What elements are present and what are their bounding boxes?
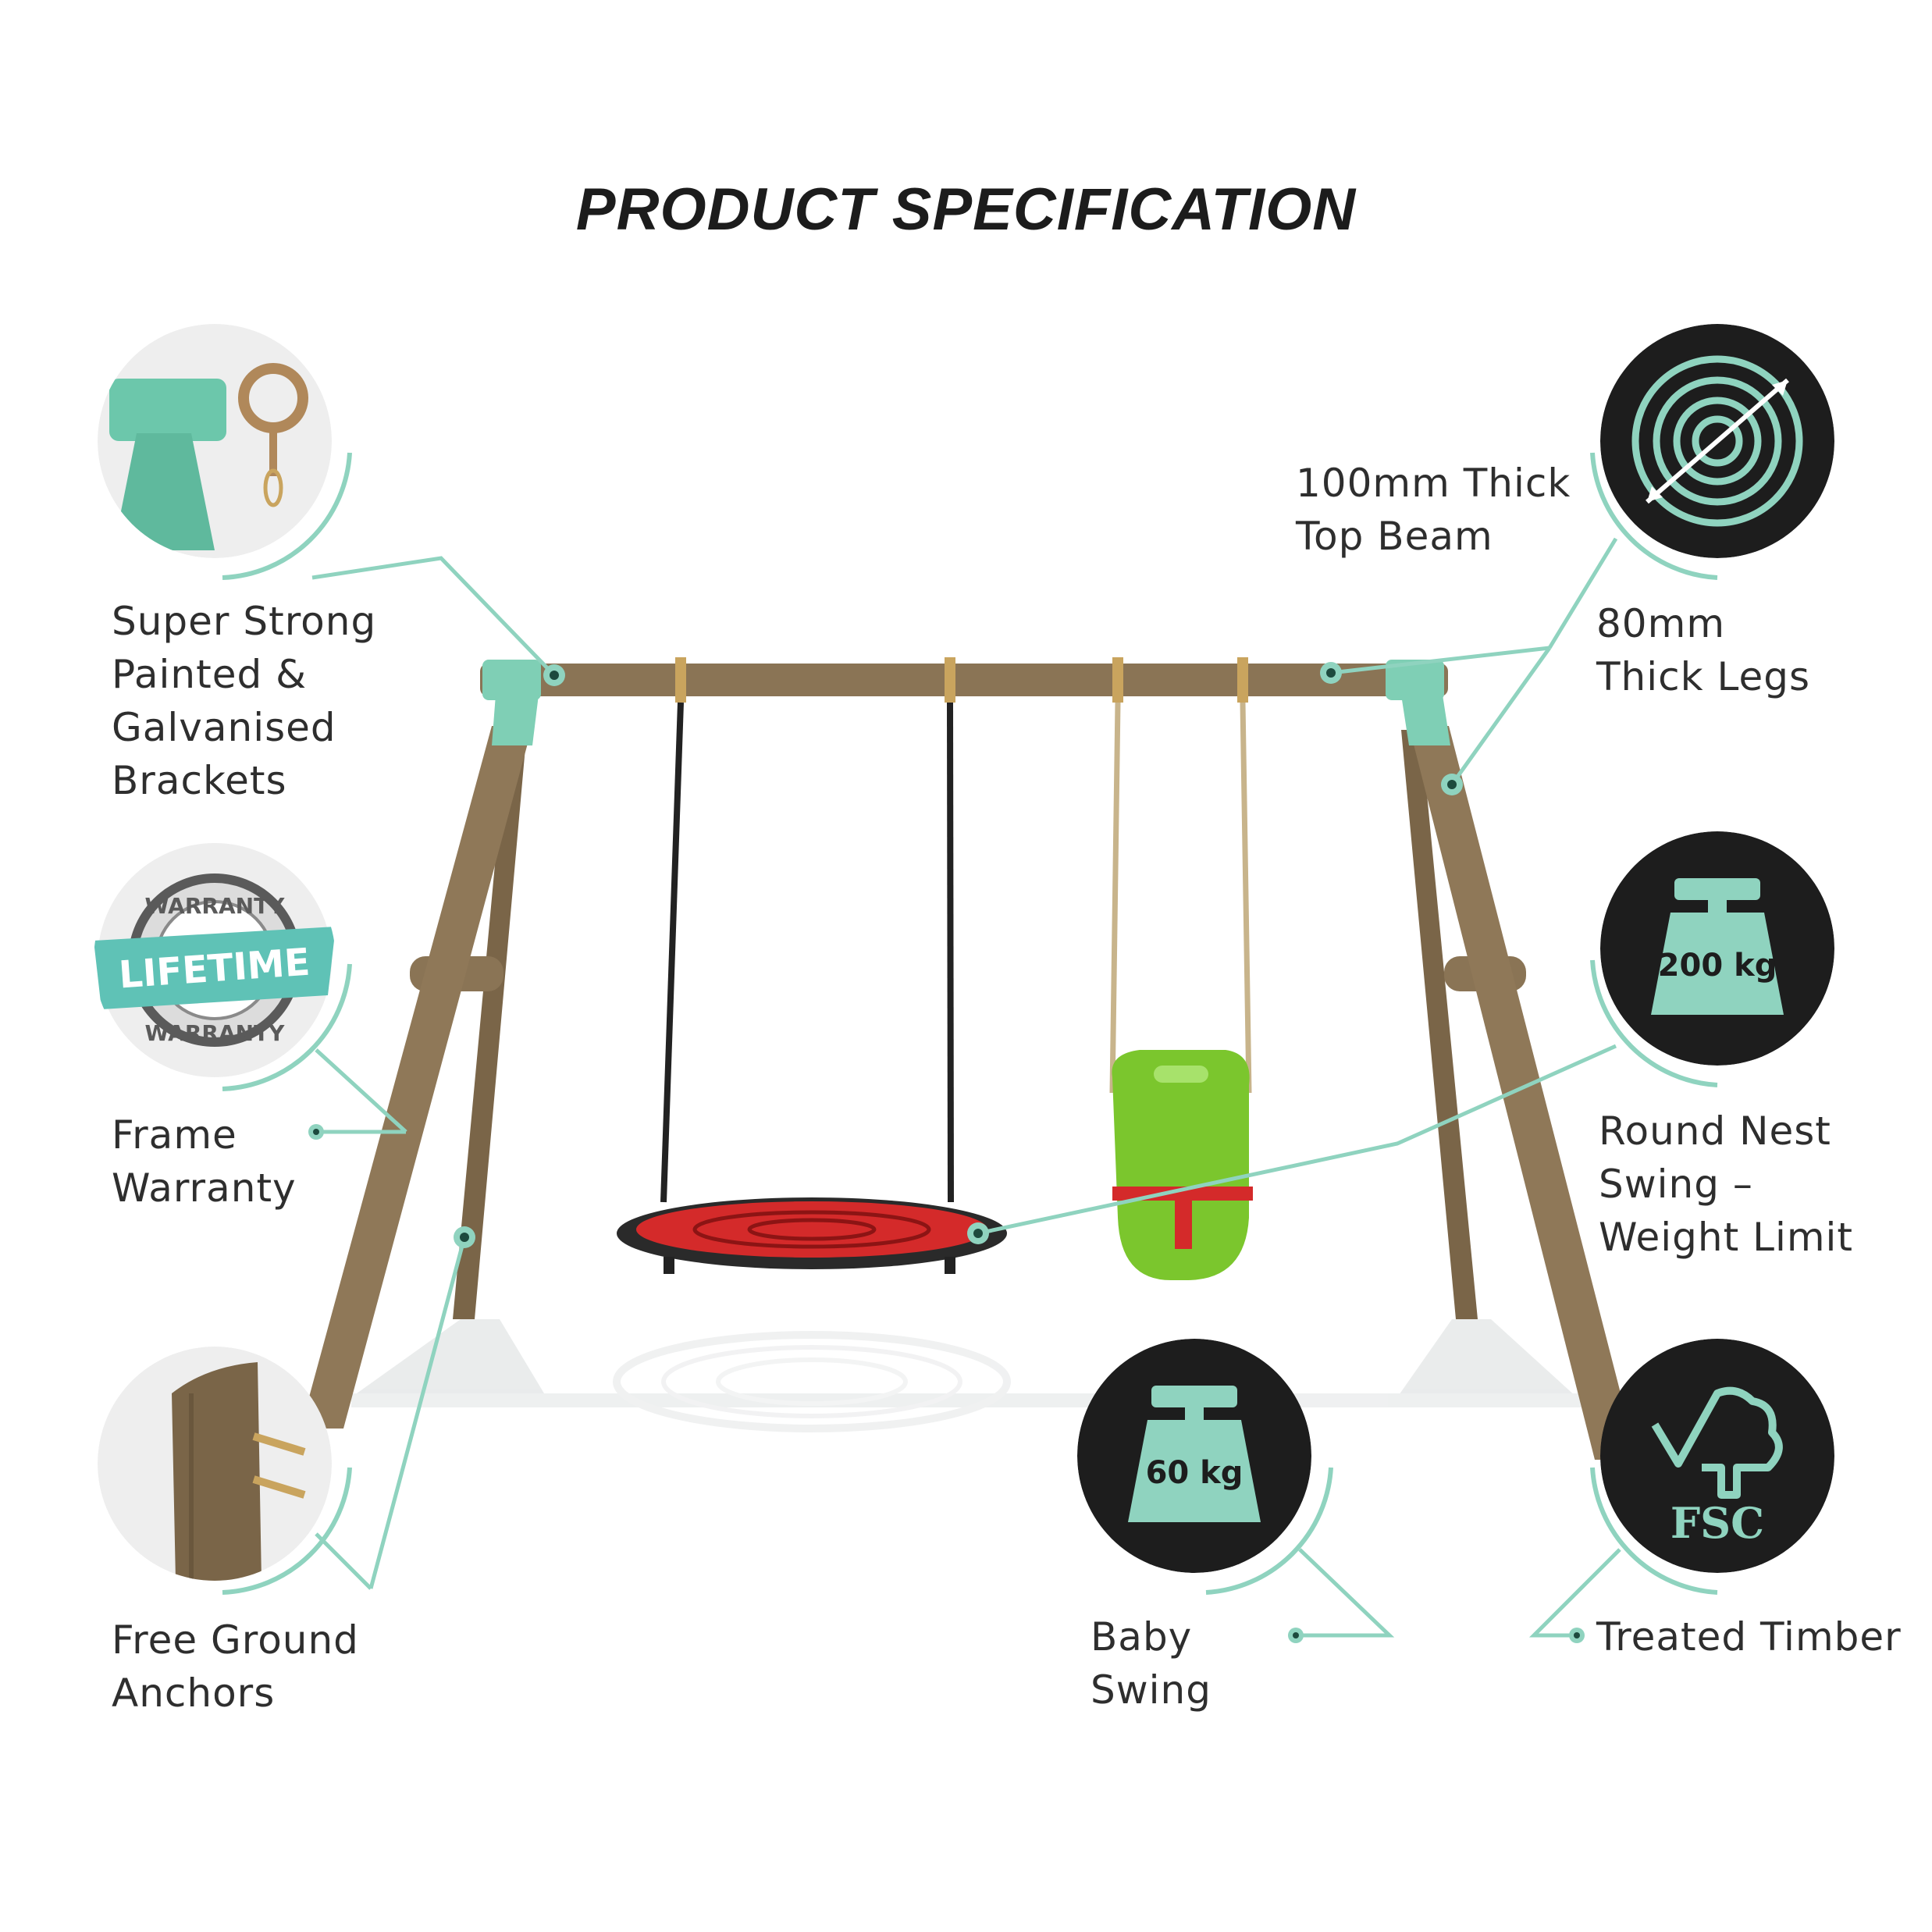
fsc-tree-icon: FSC	[1600, 1339, 1834, 1573]
baby-swing	[1109, 702, 1253, 1280]
label-top-beam: 100mm Thick Top Beam	[1296, 457, 1571, 563]
label-line: Top Beam	[1296, 514, 1493, 559]
label-line: Swing	[1091, 1667, 1212, 1713]
timber-rings-icon	[1600, 324, 1834, 558]
callout-lines	[311, 537, 1621, 1638]
label-line: 100mm Thick	[1296, 461, 1571, 506]
label-line: Treated Timber	[1596, 1614, 1902, 1660]
callout-dots	[308, 662, 1585, 1643]
label-line: Super Strong	[112, 599, 377, 644]
badge-top-text: WARRANTY	[145, 893, 286, 919]
badge-bottom-text: WARRANTY	[145, 1020, 286, 1046]
label-line: Round Nest	[1599, 1108, 1831, 1154]
label-brackets: Super Strong Painted & Galvanised Bracke…	[112, 595, 376, 807]
warranty-badge-icon: WARRANTY LIFETIME WARRANTY	[94, 839, 336, 1081]
label-warranty: Frame Warranty	[112, 1108, 297, 1215]
label-treated-timber: Treated Timber	[1596, 1610, 1902, 1663]
fsc-logo-text: FSC	[1670, 1498, 1764, 1548]
label-nest-limit: Round Nest Swing – Weight Limit	[1599, 1105, 1853, 1264]
back-legs	[453, 730, 1478, 1319]
nest-swing	[617, 702, 1007, 1274]
label-line: Frame	[112, 1112, 237, 1158]
label-baby-swing: Baby Swing	[1091, 1610, 1212, 1717]
label-line: Painted &	[112, 652, 308, 697]
weight-icon: 200 kg	[1600, 831, 1834, 1066]
label-line: Warranty	[112, 1165, 297, 1211]
label-line: Swing –	[1599, 1162, 1753, 1207]
icon-arcs	[222, 452, 1718, 1595]
label-line: Baby	[1091, 1614, 1193, 1660]
top-beam	[480, 664, 1448, 696]
baby-weight-text: 60 kg	[1146, 1455, 1244, 1491]
bracket-right	[1386, 660, 1450, 745]
label-line: Thick Legs	[1596, 654, 1810, 699]
label-line: Weight Limit	[1599, 1215, 1854, 1260]
cross-braces	[410, 956, 1526, 991]
ground-shadow	[351, 1319, 1600, 1432]
label-line: 80mm	[1596, 601, 1726, 646]
label-line: Free Ground	[112, 1617, 359, 1663]
label-legs: 80mm Thick Legs	[1596, 597, 1810, 703]
nest-weight-text: 200 kg	[1658, 948, 1777, 984]
label-line: Galvanised	[112, 705, 336, 750]
bracket-icon	[98, 324, 332, 558]
bracket-left	[482, 660, 541, 745]
label-anchors: Free Ground Anchors	[112, 1614, 359, 1720]
ground-anchor-icon	[98, 1347, 332, 1581]
page-title: PRODUCT SPECIFICATION	[575, 176, 1357, 243]
label-line: Anchors	[112, 1670, 276, 1716]
front-legs	[301, 726, 1638, 1460]
swing-hooks	[675, 657, 1248, 703]
baby-weight-icon: 60 kg	[1077, 1339, 1311, 1573]
label-line: Brackets	[112, 758, 287, 803]
